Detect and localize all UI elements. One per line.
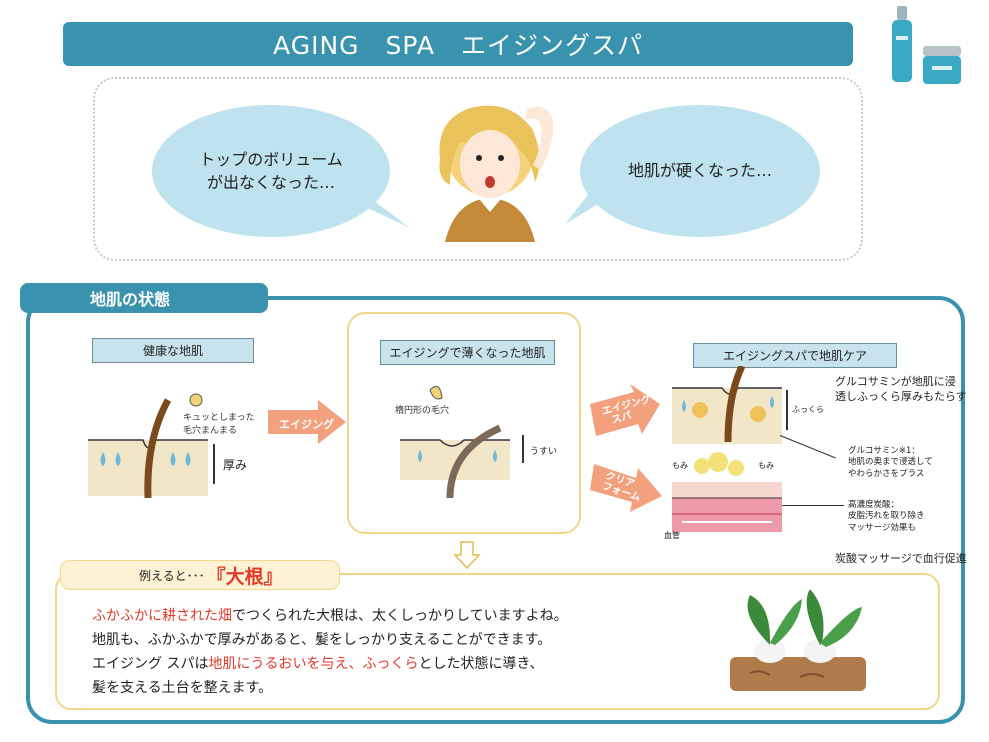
momi-label-right: もみ <box>758 461 774 470</box>
bubble-text-line2: が出なくなった… <box>206 173 335 192</box>
thin-thickness-label: うすい <box>530 447 558 457</box>
bubble-text: 地肌が硬くなった… <box>627 161 772 181</box>
massage-scalp-illustration <box>672 452 782 532</box>
down-arrow-icon <box>454 541 480 569</box>
product-jar-image <box>923 46 961 84</box>
carbonic-massage-note: 炭酸マッサージで血行促進 <box>835 552 967 565</box>
example-prefix: 例えると･･･ <box>139 568 205 583</box>
thin-scalp-illustration <box>400 385 510 499</box>
aging-spa-arrow <box>590 384 660 436</box>
thickness-arrow-healthy <box>213 444 215 484</box>
care-scalp-label: エイジングスパで地肌ケア <box>693 343 897 368</box>
section-title: 地肌の状態 <box>20 283 268 313</box>
healthy-scalp-label: 健康な地肌 <box>92 338 254 363</box>
thickness-arrow-thin <box>522 435 524 463</box>
example-line-1: ふかふかに耕された畑でつくられた大根は、太くしっかりしていますよね。 <box>92 608 568 624</box>
woman-illustration <box>439 105 554 242</box>
example-line-3: エイジング スパは地肌にうるおいを与え、ふっくらとした状態に導き、 <box>92 656 544 672</box>
fukkura-scalp-illustration <box>672 366 782 444</box>
fukkura-label: ふっくら <box>792 405 824 414</box>
aging-arrow-label: エイジング <box>279 418 334 431</box>
product-bottle-image <box>892 6 912 82</box>
carbonic-detail-note: 高濃度炭酸：皮脂汚れを取り除きマッサージ効果も <box>848 500 925 533</box>
example-line-4: 髪を支える土台を整えます。 <box>92 680 273 696</box>
healthy-thickness-label: 厚み <box>223 458 248 472</box>
speech-bubble-scalp: 地肌が硬くなった… <box>580 105 820 237</box>
speech-bubble-volume: トップのボリュームが出なくなった… <box>152 105 390 237</box>
bubble-text-line1: トップのボリューム <box>199 149 343 169</box>
example-line-2: 地肌も、ふかふかで厚みがあると、髪をしっかり支えることができます。 <box>92 632 552 648</box>
glucosamine-note: グルコサミンが地肌に浸透しふっくら厚みもたらす <box>835 375 967 403</box>
thin-scalp-box <box>347 312 581 534</box>
example-box <box>55 573 940 710</box>
example-tab: 例えると･･･『大根』 <box>60 560 340 590</box>
thin-scalp-label: エイジングで薄くなった地肌 <box>380 340 555 365</box>
healthy-pore-note: キュッとしまった毛穴まんまる <box>183 413 255 436</box>
glucosamine-detail-note: グルコサミン※1：地肌の奥まで浸透してやわらかさをプラス <box>848 446 933 479</box>
example-keyword: 『大根』 <box>206 565 283 588</box>
scalp-state-section <box>26 296 965 724</box>
blood-vessel-label: 血管 <box>664 531 680 540</box>
intro-area <box>93 77 863 261</box>
daikon-illustration <box>730 589 866 691</box>
thickness-arrow-care <box>786 390 788 430</box>
aging-arrow <box>268 400 346 444</box>
oval-pore-note: 楕円形の毛穴 <box>395 406 450 416</box>
clear-foam-arrow <box>590 464 662 512</box>
page-title: AGING SPA エイジングスパ <box>63 22 853 66</box>
carbonic-pointer <box>782 505 844 506</box>
momi-label-left: もみ <box>672 461 688 470</box>
healthy-scalp-illustration <box>88 393 208 499</box>
